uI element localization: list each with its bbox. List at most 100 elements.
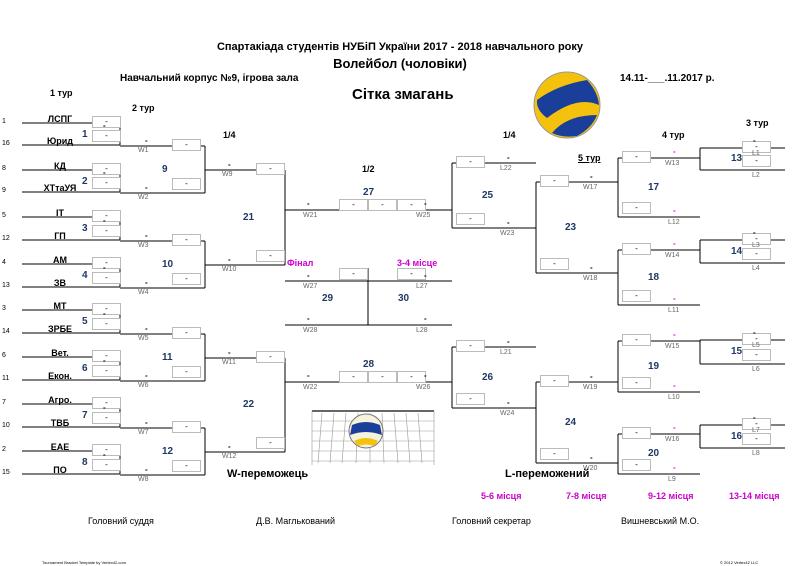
match-number: 29 <box>322 293 334 304</box>
score-dash: - <box>103 450 106 459</box>
team-name: Екон. <box>48 371 72 381</box>
seed-number: 2 <box>2 446 6 453</box>
score-box: - <box>456 393 485 405</box>
score-box: - <box>742 233 771 245</box>
score-dash: - <box>103 168 106 177</box>
score-dash: - <box>145 183 148 192</box>
match-number: 15 <box>731 346 743 357</box>
loser-ref: L6 <box>752 366 760 373</box>
winner-ref: W22 <box>303 384 318 391</box>
loser-ref: L2 <box>752 172 760 179</box>
seed-number: 12 <box>2 235 10 242</box>
team-name: Вет. <box>51 348 69 358</box>
score-dash: - <box>507 218 510 227</box>
score-dash: - <box>673 147 676 156</box>
score-box: - <box>92 444 121 456</box>
match-number: 7 <box>82 410 88 421</box>
score-dash: - <box>673 239 676 248</box>
seed-number: 9 <box>2 187 6 194</box>
winner-ref: W4 <box>138 289 149 296</box>
match-number: 16 <box>731 431 743 442</box>
score-dash: - <box>307 271 310 280</box>
final-label: Фінал <box>287 258 314 268</box>
event-title: Спартакіада студентів НУБіП України 2017… <box>216 41 584 53</box>
seed-number: 6 <box>2 352 6 359</box>
winner-ref: W19 <box>583 384 598 391</box>
match-number: 21 <box>243 212 255 223</box>
score-box: - <box>397 268 426 280</box>
score-box: - <box>622 427 651 439</box>
score-box: - <box>397 371 426 383</box>
score-dash: - <box>103 403 106 412</box>
score-dash: - <box>753 328 756 337</box>
loser-legend: L-переможений <box>505 468 590 480</box>
score-box: - <box>92 303 121 315</box>
score-box: - <box>256 437 285 449</box>
score-box: - <box>92 116 121 128</box>
winner-ref: W2 <box>138 194 149 201</box>
loser-ref: L12 <box>668 219 680 226</box>
winner-ref: W12 <box>222 453 237 460</box>
winner-ref: W3 <box>138 242 149 249</box>
loser-ref: L10 <box>668 394 680 401</box>
match-number: 30 <box>398 293 410 304</box>
score-dash: - <box>673 381 676 390</box>
score-dash: - <box>228 160 231 169</box>
seed-number: 11 <box>2 375 10 382</box>
score-dash: - <box>228 255 231 264</box>
judge-label: Головний суддя <box>88 516 154 526</box>
loser-ref: L1 <box>752 150 760 157</box>
secretary-label: Головний секретар <box>452 516 531 526</box>
score-box: - <box>92 350 121 362</box>
score-box: - <box>172 139 201 151</box>
score-box: - <box>172 421 201 433</box>
score-dash: - <box>424 199 427 208</box>
score-box: - <box>540 448 569 460</box>
match-number: 4 <box>82 270 88 281</box>
round-label: 2 тур <box>132 103 155 113</box>
loser-ref: L21 <box>500 349 512 356</box>
place-label: 13-14 місця <box>729 491 780 501</box>
score-dash: - <box>145 324 148 333</box>
score-dash: - <box>145 465 148 474</box>
score-box: - <box>622 243 651 255</box>
seed-number: 10 <box>2 422 10 429</box>
score-box: - <box>742 333 771 345</box>
team-name: Юрид <box>46 136 74 146</box>
match-number: 19 <box>648 361 660 372</box>
score-box: - <box>256 250 285 262</box>
winner-ref: W7 <box>138 429 149 436</box>
winner-ref: W24 <box>500 410 515 417</box>
volleyball-icon <box>533 71 601 139</box>
score-box: - <box>540 175 569 187</box>
venue: Навчальний корпус №9, ігрова зала <box>120 73 299 84</box>
sport-title: Волейбол (чоловіки) <box>333 56 467 71</box>
volleyball-net-icon <box>311 410 435 465</box>
seed-number: 3 <box>2 305 6 312</box>
loser-ref: L4 <box>752 265 760 272</box>
loser-ref: L27 <box>416 283 428 290</box>
match-number: 6 <box>82 363 88 374</box>
score-box: - <box>172 178 201 190</box>
dates: 14.11-___.11.2017 р. <box>620 73 715 84</box>
winner-ref: W17 <box>583 184 598 191</box>
score-dash: - <box>103 356 106 365</box>
score-box: - <box>622 334 651 346</box>
team-name: ЛСПГ <box>47 114 73 124</box>
score-box: - <box>339 199 368 211</box>
score-box: - <box>622 459 651 471</box>
score-box: - <box>92 163 121 175</box>
score-box: - <box>92 318 121 330</box>
third-place-label: 3-4 місце <box>397 258 438 268</box>
match-number: 8 <box>82 457 88 468</box>
team-name: ЕАЕ <box>50 442 70 452</box>
winner-ref: W14 <box>665 252 680 259</box>
score-dash: - <box>424 371 427 380</box>
winner-ref: W1 <box>138 147 149 154</box>
score-box: - <box>456 156 485 168</box>
match-number: 28 <box>363 359 375 370</box>
match-number: 1 <box>82 129 88 140</box>
winner-ref: W16 <box>665 436 680 443</box>
winner-legend: W-переможець <box>227 468 309 480</box>
seed-number: 7 <box>2 399 6 406</box>
